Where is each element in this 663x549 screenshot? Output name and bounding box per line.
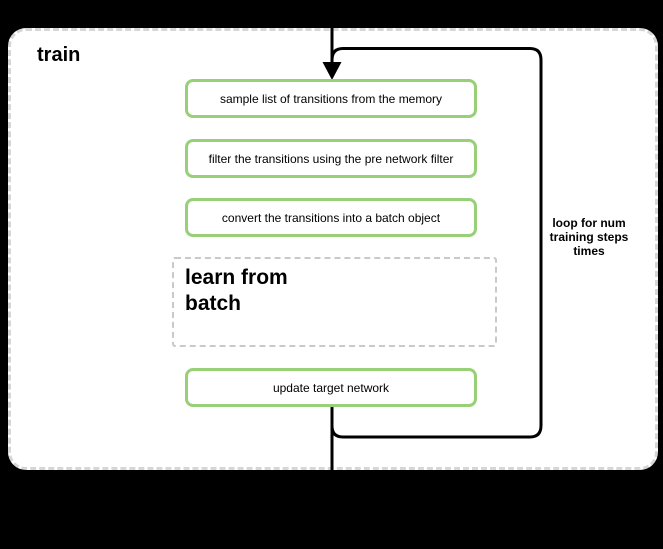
step-filter-transitions: filter the transitions using the pre net…	[185, 139, 477, 178]
step-label: filter the transitions using the pre net…	[208, 151, 454, 166]
step-convert-to-batch: convert the transitions into a batch obj…	[185, 198, 477, 237]
step-update-target-network: update target network	[185, 368, 477, 407]
frame-title: train	[37, 44, 81, 66]
loop-annotation: loop for num training steps times	[549, 216, 629, 258]
subprocess-learn-from-batch: learn from batch	[172, 257, 497, 347]
step-label: convert the transitions into a batch obj…	[221, 210, 441, 225]
step-sample-transitions: sample list of transitions from the memo…	[185, 79, 477, 118]
step-label: sample list of transitions from the memo…	[219, 91, 443, 106]
subprocess-label: learn from batch	[185, 266, 288, 315]
step-label: update target network	[272, 380, 390, 395]
